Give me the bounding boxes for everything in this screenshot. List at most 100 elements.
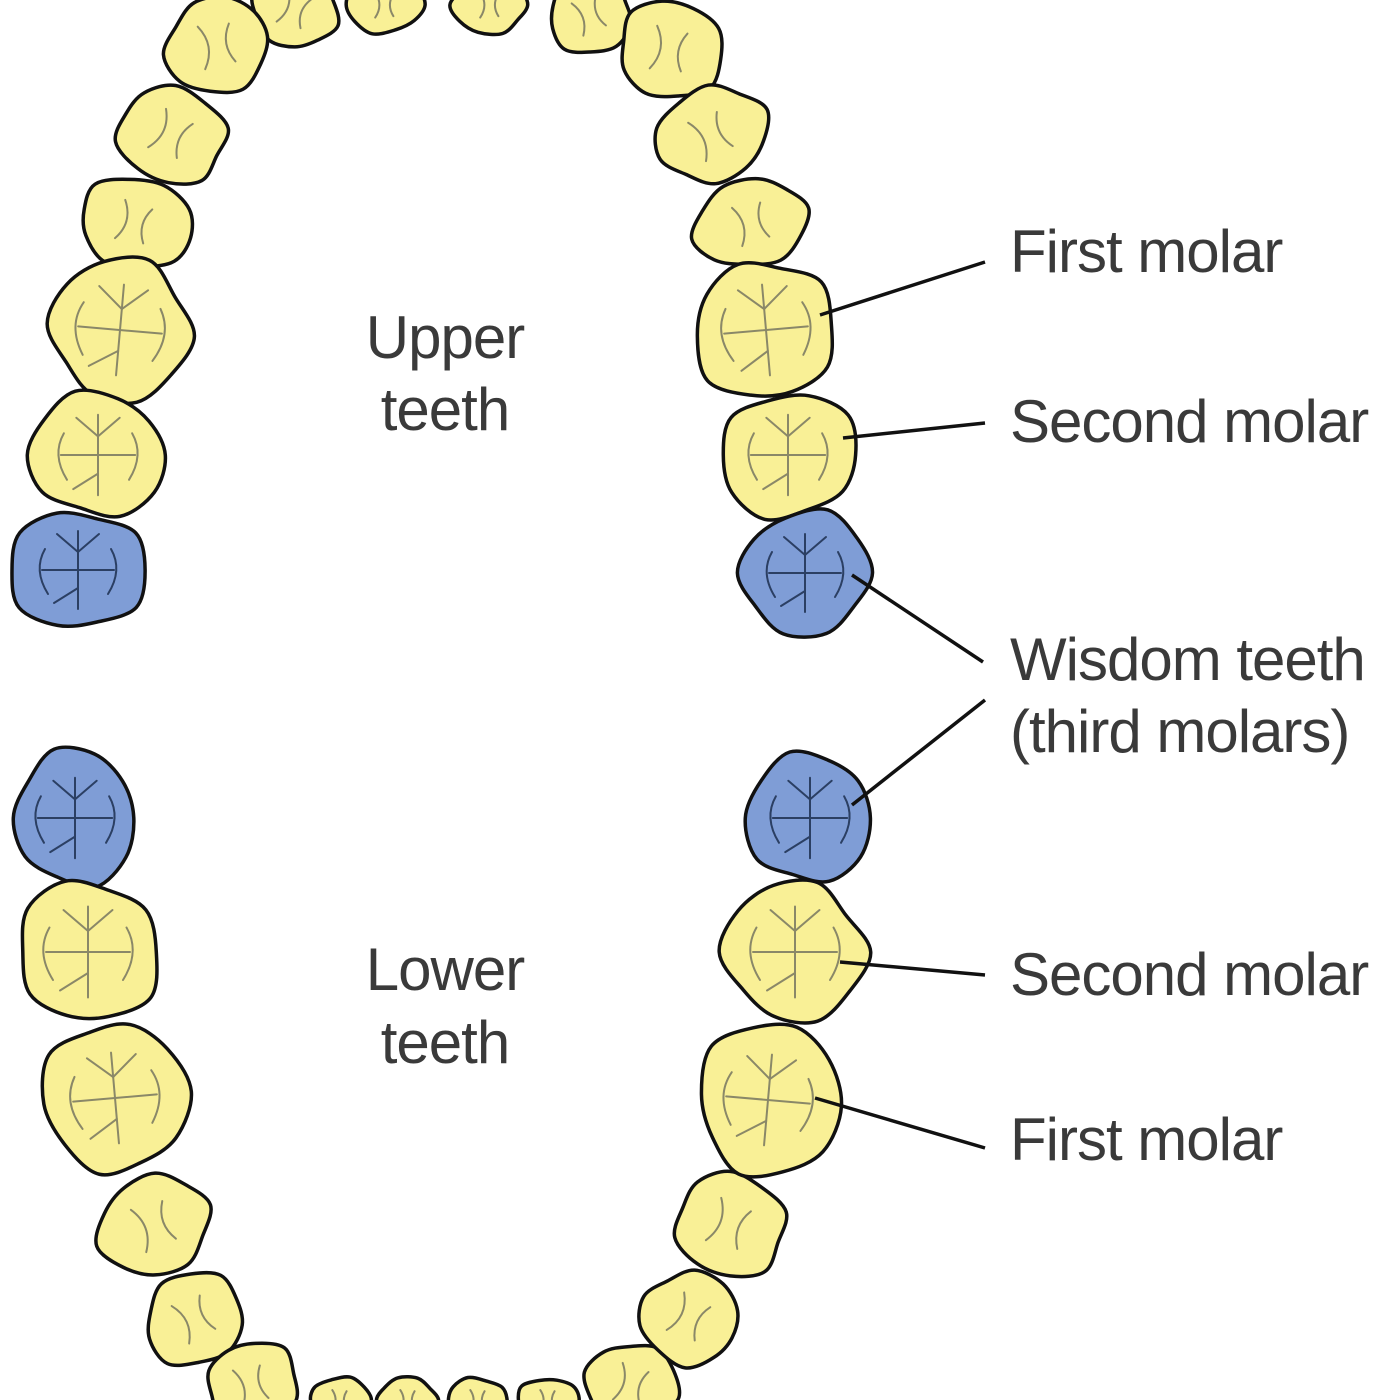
lower-center-incisor-4-groove	[539, 1389, 545, 1400]
upper-left-canine	[161, 0, 270, 95]
lower-left-second-molar-crown	[20, 878, 159, 1021]
lower-left-second-molar-groove	[87, 909, 114, 932]
leader-lower-wisdom-tooth	[850, 698, 987, 807]
lower-right-first-premolar	[637, 1268, 740, 1370]
upper-left-first-molar-groove	[151, 307, 166, 362]
upper-left-first-molar-groove	[87, 349, 120, 367]
lower-teeth-label-line2: teeth	[381, 1009, 509, 1076]
upper-right-second-molar-groove	[747, 432, 758, 481]
upper-left-incisor-groove	[298, 0, 312, 30]
lower-right-second-molar-groove	[829, 926, 841, 981]
upper-right-second-molar-groove	[787, 416, 811, 438]
lower-right-first-molar-groove	[768, 1059, 798, 1081]
upper-left-canine-crown	[161, 0, 270, 95]
upper-right-first-molar	[695, 260, 835, 398]
lower-right-second-molar-groove	[749, 926, 761, 981]
lower-right-second-premolar	[672, 1169, 789, 1279]
lower-right-second-molar	[717, 878, 873, 1025]
upper-second-molar-label: Second molar	[1010, 388, 1368, 455]
lower-left-second-premolar-groove	[160, 1200, 177, 1240]
lower-right-wisdom-tooth-groove	[787, 779, 811, 801]
leader-lower-first-molar	[814, 1096, 986, 1150]
upper-teeth-label-line2: teeth	[381, 376, 509, 443]
upper-right-first-premolar-groove	[715, 111, 734, 148]
upper-right-second-premolar-crown	[689, 176, 811, 267]
lower-right-first-molar-groove	[725, 1095, 811, 1105]
upper-center-incisor-right	[448, 0, 530, 37]
lower-left-second-molar-groove	[42, 926, 54, 981]
upper-left-first-premolar	[113, 83, 231, 186]
lower-center-incisor-1-crown	[308, 1375, 374, 1400]
upper-left-first-premolar-crown	[113, 83, 231, 186]
lower-left-second-premolar	[94, 1171, 213, 1277]
upper-left-second-molar-groove	[97, 416, 121, 438]
lower-left-first-molar	[40, 1022, 194, 1177]
upper-right-incisor	[549, 0, 634, 55]
upper-left-first-molar-groove	[98, 285, 123, 311]
wisdom-teeth-label-line2: (third molars)	[1010, 698, 1349, 765]
lower-right-wisdom-tooth-crown	[743, 749, 873, 884]
lower-right-first-molar-groove	[799, 1077, 814, 1132]
lower-left-wisdom-tooth-groove	[74, 779, 98, 801]
upper-right-first-molar-groove	[736, 289, 766, 311]
upper-right-first-molar-groove	[720, 307, 735, 362]
lower-left-first-molar-groove	[112, 1053, 137, 1079]
lower-right-wisdom-tooth-groove	[769, 795, 780, 844]
lower-right-first-molar	[699, 1022, 844, 1179]
upper-right-second-premolar-groove	[731, 206, 746, 248]
lower-left-wisdom-tooth-groove	[34, 795, 45, 844]
lower-center-incisor-3-crown	[446, 1375, 509, 1400]
upper-left-wisdom-tooth-groove	[56, 533, 79, 553]
lower-center-incisor-3-groove	[469, 1389, 475, 1400]
upper-right-first-molar-groove	[801, 301, 812, 356]
lower-center-incisor-3-groove	[480, 1390, 486, 1400]
lower-second-molar-label: Second molar	[1010, 941, 1368, 1008]
upper-right-second-premolar	[689, 176, 811, 267]
lower-right-second-premolar-crown	[672, 1169, 789, 1279]
lower-left-second-premolar-crown	[94, 1171, 213, 1277]
lower-center-incisor-4-groove	[550, 1390, 556, 1400]
upper-right-second-molar-groove	[765, 416, 789, 438]
upper-right-wisdom-tooth-groove	[765, 551, 776, 598]
lower-right-wisdom-tooth-groove	[809, 779, 833, 801]
lower-center-incisor-4	[516, 1377, 581, 1400]
upper-right-first-premolar	[653, 83, 771, 186]
upper-left-canine-groove	[224, 22, 237, 63]
upper-right-second-premolar-groove	[757, 201, 771, 238]
lower-first-molar-label: First molar	[1010, 1106, 1282, 1173]
upper-left-wisdom-tooth-groove	[77, 533, 100, 553]
upper-right-second-molar-groove	[762, 472, 789, 491]
lower-left-canine-groove	[231, 1369, 246, 1400]
upper-right-canine-groove	[648, 24, 663, 70]
upper-left-incisor	[250, 0, 341, 49]
upper-left-second-molar-crown	[25, 388, 168, 519]
upper-left-wisdom-tooth-groove	[53, 587, 79, 604]
lower-left-wisdom-tooth-groove	[105, 795, 116, 844]
lower-center-incisor-1-groove	[342, 1390, 348, 1400]
lower-right-first-molar-groove	[735, 1119, 768, 1137]
upper-right-first-premolar-groove	[687, 121, 708, 163]
upper-left-first-premolar-groove	[175, 122, 194, 159]
lower-left-canine-crown	[206, 1341, 300, 1400]
upper-left-first-molar-groove	[74, 301, 85, 356]
lower-left-wisdom-tooth-groove	[52, 779, 76, 801]
lower-right-first-premolar-groove	[693, 1306, 712, 1342]
leader-upper-second-molar	[842, 421, 986, 440]
upper-center-incisor-left	[344, 0, 427, 36]
lower-right-first-molar-groove	[722, 1071, 733, 1126]
lower-left-first-molar-groove	[150, 1069, 161, 1124]
lower-left-first-molar-groove	[69, 1075, 84, 1130]
lower-center-incisor-2-groove	[410, 1390, 416, 1400]
upper-center-incisor-left-groove	[388, 0, 395, 18]
upper-left-canine-groove	[196, 25, 211, 71]
lower-center-incisor-2-groove	[399, 1389, 405, 1400]
lower-left-second-molar	[20, 878, 159, 1021]
lower-right-canine-groove	[637, 1371, 650, 1400]
upper-first-molar-label: First molar	[1010, 218, 1282, 285]
leader-upper-wisdom-tooth	[851, 573, 984, 664]
wisdom-teeth-label-line1: Wisdom teeth	[1010, 626, 1365, 693]
lower-teeth-label-line1: Lower	[366, 936, 524, 1003]
upper-center-incisor-left-groove	[374, 0, 381, 19]
leader-upper-first-molar	[819, 260, 986, 317]
